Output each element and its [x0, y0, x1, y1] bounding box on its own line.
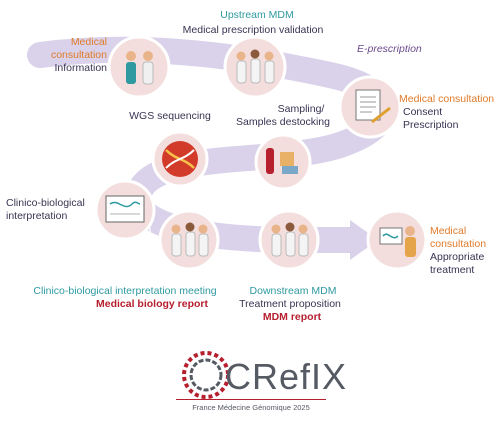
crefix-logo-tagline: France Médecine Génomique 2025	[192, 403, 310, 412]
workflow-path	[27, 36, 397, 253]
consult-treatment-line2: consultation	[430, 238, 487, 250]
arrow-head	[350, 220, 378, 260]
step-circle-wgs	[151, 130, 209, 188]
sampling-line1: Sampling/	[277, 103, 325, 115]
consult-treatment-line3: Appropriate	[430, 251, 485, 263]
step-circle-clinico-interpretation	[94, 179, 156, 241]
consult-info-title-1: Medical	[70, 36, 107, 48]
wgs-label: WGS sequencing	[129, 110, 211, 122]
crefix-logo-name: CRefIX	[225, 356, 348, 397]
step-circle-upstream-mdm	[223, 35, 287, 99]
step-circle-meeting	[158, 209, 220, 271]
clinico-interp-line1: Clinico-biological	[6, 197, 85, 209]
consult-prescription-line2: Prescription	[403, 119, 459, 131]
crefix-logo-mark	[182, 351, 230, 399]
meeting-report: Medical biology report	[95, 298, 209, 310]
sampling-line2: Samples destocking	[236, 116, 330, 128]
consult-info-title-2: consultation	[50, 49, 107, 61]
consult-info-subtitle: Information	[54, 62, 107, 74]
step-circle-consultation-prescription	[338, 75, 402, 139]
step-circle-downstream-mdm	[258, 209, 320, 271]
downstream-mdm-title: Downstream MDM	[249, 285, 337, 297]
consult-prescription-line1: Consent	[403, 106, 443, 118]
step-circle-sampling	[254, 133, 312, 191]
upstream-mdm-subtitle: Medical prescription validation	[182, 24, 324, 36]
upstream-mdm-title: Upstream MDM	[220, 9, 294, 21]
logo-divider	[176, 399, 326, 400]
downstream-mdm-report: MDM report	[262, 311, 322, 323]
step-circle-consultation-info	[107, 35, 171, 99]
step-circle-consultation-treatment	[366, 209, 428, 271]
meeting-title: Clinico-biological interpretation meetin…	[33, 285, 217, 297]
consult-prescription-title: Medical consultation	[399, 93, 495, 105]
consult-treatment-line1: Medical	[430, 225, 467, 237]
downstream-mdm-subtitle: Treatment proposition	[239, 298, 341, 310]
consult-treatment-line4: treatment	[430, 264, 475, 276]
e-prescription-label: E-prescription	[357, 43, 422, 55]
clinico-interp-line2: interpretation	[6, 210, 68, 222]
